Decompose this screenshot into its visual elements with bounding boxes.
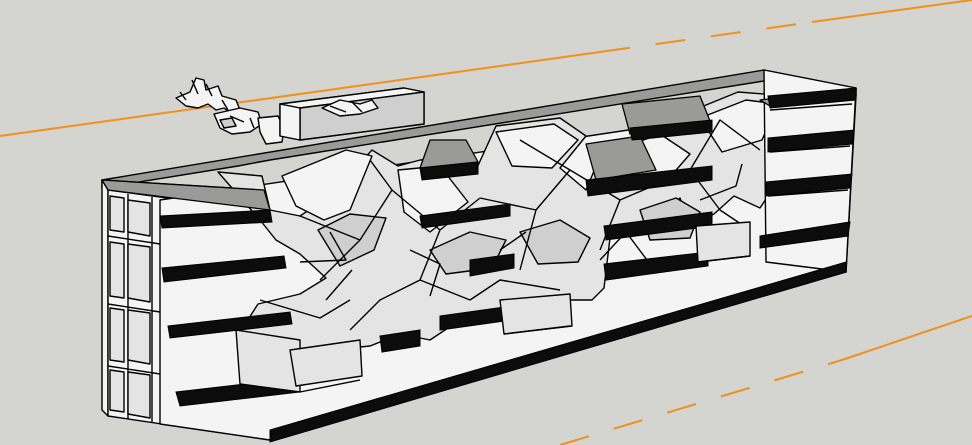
axis-dashed-back bbox=[599, 21, 813, 53]
scale-figure-icon[interactable] bbox=[175, 77, 285, 145]
roof-box bbox=[279, 87, 425, 141]
building-model[interactable] bbox=[101, 69, 857, 443]
axis-solid-back bbox=[0, 51, 601, 137]
axis-dashed-front bbox=[559, 359, 843, 445]
axis-solid-back-right bbox=[811, 0, 972, 23]
base-edge bbox=[269, 261, 847, 443]
axis-solid-front bbox=[841, 315, 972, 361]
left-end-side bbox=[101, 179, 109, 417]
